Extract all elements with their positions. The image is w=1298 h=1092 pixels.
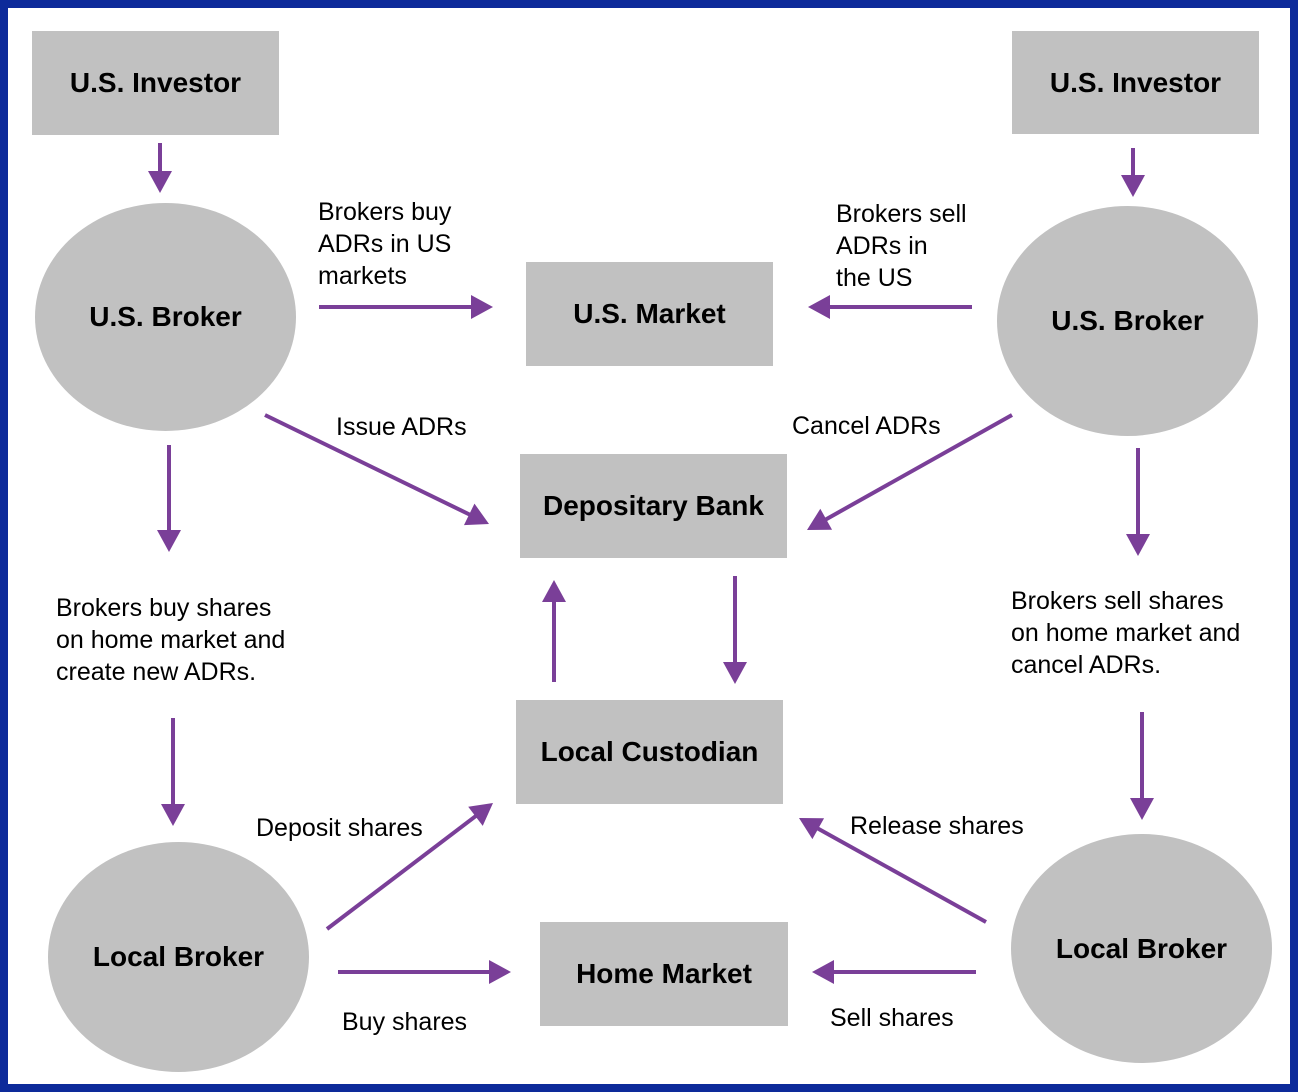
local-broker-right-node: Local Broker <box>1011 834 1272 1063</box>
sell-shares-arrow-head <box>812 960 834 984</box>
sell-shares-label: Sell shares <box>830 1004 954 1032</box>
investor-left-to-broker-arrow <box>148 143 172 193</box>
us-broker-right-node: U.S. Broker <box>997 206 1258 436</box>
brokers-buy-shares-label: Brokers buy shares on home market and cr… <box>56 594 286 686</box>
release-shares-arrow <box>799 818 987 924</box>
investor-left-to-broker-arrow-head <box>148 171 172 193</box>
investor-right-to-broker-arrow <box>1121 148 1145 197</box>
buy-shares-arrow <box>338 960 511 984</box>
deposit-shares-arrow-shaft <box>325 813 479 931</box>
issue-adrs-arrow <box>264 413 489 526</box>
us-broker-left-down-arrow-head <box>157 530 181 552</box>
deposit-shares-label: Deposit shares <box>256 814 423 842</box>
release-shares-arrow-shaft <box>815 825 987 924</box>
local-custodian-node: Local Custodian <box>516 700 783 804</box>
issue-adrs-label: Issue ADRs <box>336 413 467 441</box>
us-broker-right-to-market-arrow <box>808 295 972 319</box>
brokers-sell-adrs-label: Brokers sell ADRs in the US <box>836 200 967 292</box>
left-text-to-local-broker-arrow <box>161 718 185 826</box>
us-investor-right-node: U.S. Investor <box>1012 31 1259 134</box>
us-broker-right-down-arrow <box>1126 448 1150 556</box>
investor-right-to-broker-arrow-head <box>1121 175 1145 197</box>
issue-adrs-arrow-shaft <box>264 413 472 518</box>
release-shares-label: Release shares <box>850 812 1024 840</box>
cancel-adrs-label: Cancel ADRs <box>792 412 941 440</box>
us-broker-left-node: U.S. Broker <box>35 203 296 431</box>
bank-to-custodian-arrow-head <box>723 662 747 684</box>
bank-to-custodian-arrow <box>723 576 747 684</box>
issue-adrs-arrow-head <box>463 503 489 526</box>
buy-shares-label: Buy shares <box>342 1008 468 1036</box>
right-text-to-local-broker-arrow-head <box>1130 798 1154 820</box>
brokers-sell-shares-label: Brokers sell shares on home market and c… <box>1011 587 1241 679</box>
us-broker-left-to-market-arrow-head <box>471 295 493 319</box>
us-broker-right-to-market-arrow-head <box>808 295 830 319</box>
us-investor-left-node: U.S. Investor <box>32 31 279 135</box>
custodian-to-bank-arrow <box>542 580 566 682</box>
left-text-to-local-broker-arrow-head <box>161 804 185 826</box>
brokers-buy-adrs-label: Brokers buy ADRs in US markets <box>318 198 452 290</box>
us-broker-right-down-arrow-head <box>1126 534 1150 556</box>
cancel-adrs-arrow <box>807 413 1013 530</box>
deposit-shares-arrow <box>325 803 493 931</box>
depositary-bank-node: Depositary Bank <box>520 454 787 558</box>
release-shares-arrow-head <box>799 818 825 840</box>
custodian-to-bank-arrow-head <box>542 580 566 602</box>
home-market-node: Home Market <box>540 922 788 1026</box>
deposit-shares-arrow-head <box>468 803 493 826</box>
sell-shares-arrow <box>812 960 976 984</box>
us-broker-left-down-arrow <box>157 445 181 552</box>
local-broker-left-node: Local Broker <box>48 842 309 1072</box>
right-text-to-local-broker-arrow <box>1130 712 1154 820</box>
cancel-adrs-arrow-head <box>807 508 833 530</box>
us-market-node: U.S. Market <box>526 262 773 366</box>
cancel-adrs-arrow-shaft <box>823 413 1013 522</box>
us-broker-left-to-market-arrow <box>319 295 493 319</box>
buy-shares-arrow-head <box>489 960 511 984</box>
